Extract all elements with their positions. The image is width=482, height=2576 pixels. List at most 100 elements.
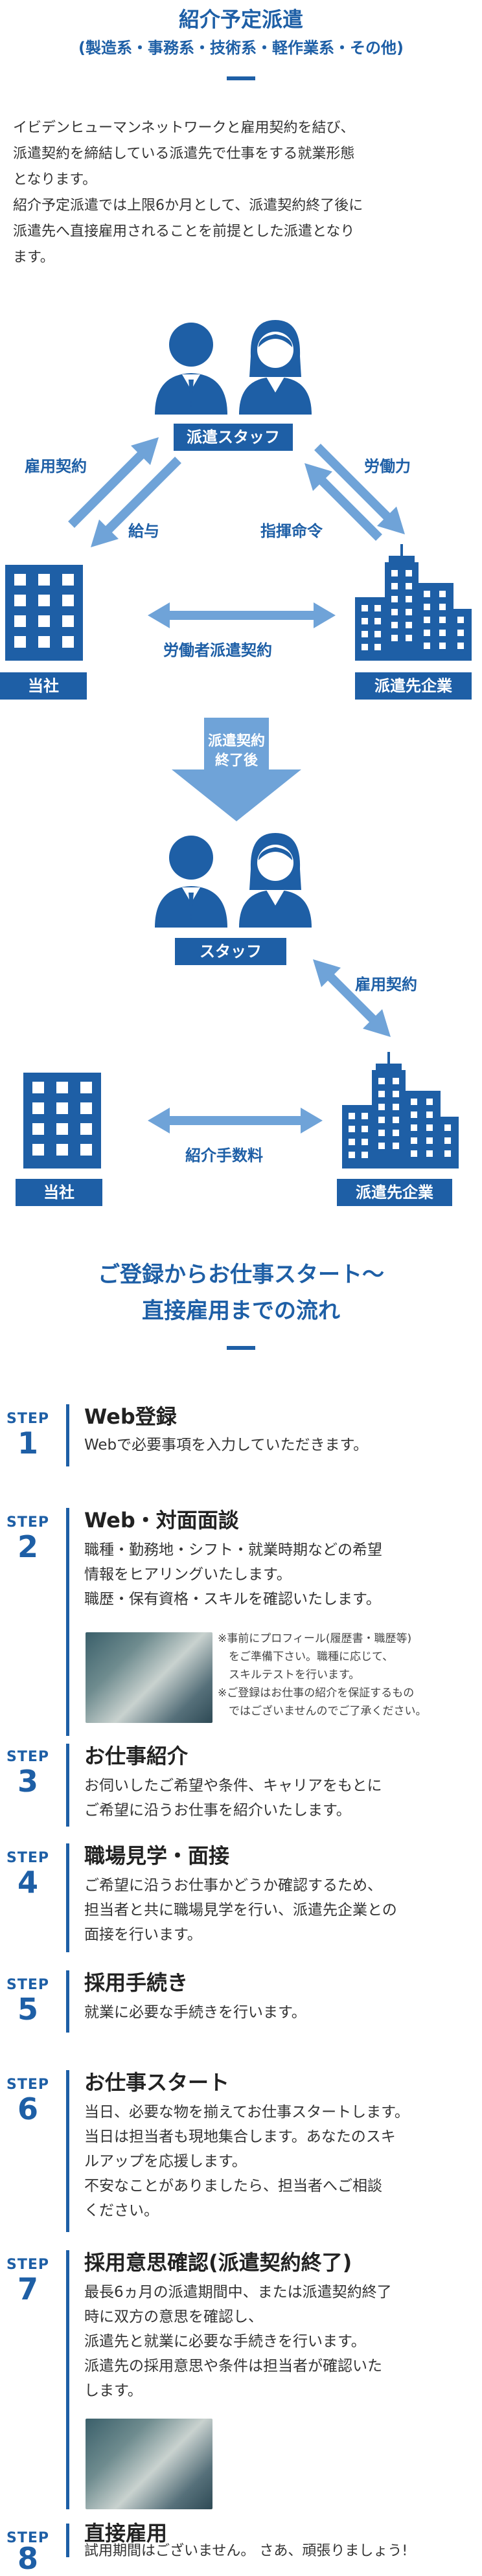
- flow-title-underline: [227, 1346, 255, 1350]
- step-2-note-line: ではございませんのでご了承ください。: [218, 1705, 427, 1718]
- step-6-body-line: 不安なことがありましたら、担当者へご相談: [84, 2178, 382, 2194]
- labor-arrow-icon: [314, 444, 405, 534]
- handshake-photo: [86, 2419, 212, 2509]
- step-7-body-line: 派遣先と就業に必要な手続きを行います。: [84, 2333, 366, 2350]
- step-1-title: Web登録: [84, 1404, 177, 1429]
- male-staff-icon: [155, 323, 227, 415]
- step-6-number: 6: [17, 2092, 38, 2126]
- step-6-body-line: 当日は担当者も現地集合します。あなたのスキ: [84, 2128, 396, 2145]
- fee-arrow-icon: [148, 1108, 323, 1134]
- step-2-body-line: 情報をヒアリングいたします。: [84, 1566, 292, 1583]
- step-2-number: 2: [17, 1529, 38, 1564]
- step-5-number: 5: [17, 1992, 38, 2027]
- salary-arrow-icon: [91, 457, 181, 547]
- client-buildings-icon: [355, 544, 472, 661]
- transition-label-line2: 終了後: [214, 753, 258, 769]
- step-4-body-line: 面接を行います。: [84, 1926, 202, 1943]
- page-title: 紹介予定派遣: [178, 7, 303, 32]
- step-6-body-line: ください。: [84, 2202, 159, 2219]
- intro-line: ます。: [13, 249, 54, 266]
- step-3-body: お伺いしたご希望や条件、キャリアをもとに ご希望に沿うお仕事を紹介いたします。: [84, 1773, 473, 1823]
- step-4-line: [66, 1843, 69, 1952]
- female-staff-icon: [239, 320, 312, 415]
- step-1-label: STEP: [6, 1411, 49, 1427]
- step-5-body: 就業に必要な手続きを行います。: [84, 2000, 473, 2025]
- step-2-body-line: 職種・勤務地・シフト・就業時期などの希望: [84, 1542, 382, 1558]
- client-label: 派遣先企業: [355, 672, 472, 700]
- step-2-note-line: ※ご登録はお仕事の紹介を保証するもの: [218, 1687, 415, 1700]
- salary-label: 給与: [128, 522, 159, 540]
- employment-contract-label: 雇用契約: [25, 457, 87, 475]
- step-8-body-line: 試用期間はございません。 さあ、頑張りましょう!: [84, 2543, 408, 2559]
- step-4-body-line: 担当者と共に職場見学を行い、派遣先企業との: [84, 1902, 397, 1919]
- step-6-title: お仕事スタート: [84, 2070, 230, 2095]
- step-3-body-line: ご希望に沿うお仕事を紹介いたします。: [84, 1802, 351, 1819]
- command-label: 指揮命令: [260, 522, 323, 540]
- transition-down-arrow-icon: [172, 718, 301, 821]
- step-1-line: [66, 1404, 69, 1466]
- step-2-title: Web・対面面談: [84, 1508, 239, 1533]
- step-7-number: 7: [17, 2272, 38, 2307]
- employment-contract-label-2: 雇用契約: [355, 975, 417, 994]
- step-8-number: 8: [17, 2541, 38, 2576]
- step-2-note-line: スキルテストを行います。: [218, 1669, 360, 1681]
- intro-line: 派遣契約を締結している派遣先で仕事をする就業形態: [13, 146, 355, 162]
- step-4-body-line: ご希望に沿うお仕事かどうか確認するため、: [84, 1877, 382, 1894]
- staff-label-2: スタッフ: [175, 938, 286, 965]
- fee-label: 紹介手数料: [185, 1146, 263, 1165]
- male-staff-icon: [155, 836, 227, 928]
- employment-arrow-icon-2: [313, 959, 391, 1037]
- step-7-body-line: します。: [84, 2382, 143, 2399]
- company-building-icon: [5, 565, 83, 661]
- step-6-body-line: 当日、必要な物を揃えてお仕事スタートします。: [84, 2104, 409, 2121]
- step-4-body: ご希望に沿うお仕事かどうか確認するため、 担当者と共に職場見学を行い、派遣先企業…: [84, 1873, 473, 1947]
- female-staff-icon: [239, 833, 312, 928]
- step-6-body-line: ルアップを応援します。: [84, 2153, 247, 2170]
- step-4-number: 4: [17, 1865, 38, 1900]
- step-4-title: 職場見学・面接: [84, 1843, 230, 1868]
- client-buildings-icon-2: [342, 1052, 459, 1168]
- step-7-body-line: 時に双方の意思を確認し、: [84, 2308, 263, 2325]
- page-subtitle: (製造系・事務系・技術系・軽作業系・その他): [78, 39, 404, 57]
- step-7-title: 採用意思確認(派遣契約終了): [84, 2250, 352, 2275]
- intro-line: 紹介予定派遣では上限6か月として、派遣契約終了後に: [13, 198, 363, 214]
- intro-line: イビデンヒューマンネットワークと雇用契約を結び、: [13, 120, 355, 136]
- company-label-2: 当社: [16, 1179, 102, 1206]
- title-underline: [227, 76, 255, 80]
- dispatch-contract-arrow-icon: [148, 602, 336, 628]
- step-2-line: [66, 1508, 69, 1736]
- dispatch-contract-label: 労働者派遣契約: [163, 641, 272, 659]
- step-1-body: Webで必要事項を入力していただきます。: [84, 1433, 473, 1457]
- step-7-body: 最長6ヵ月の派遣期間中、または派遣契約終了 時に双方の意思を確認し、 派遣先と就…: [84, 2280, 473, 2403]
- step-3-line: [66, 1744, 69, 1827]
- staff-label: 派遣スタッフ: [174, 424, 293, 451]
- step-7-label: STEP: [6, 2257, 49, 2273]
- step-3-title: お仕事紹介: [84, 1744, 189, 1768]
- flow-title-line1: ご登録からお仕事スタート〜: [98, 1262, 384, 1288]
- step-5-body-line: 就業に必要な手続きを行います。: [84, 2004, 306, 2021]
- command-arrow-icon: [304, 463, 382, 541]
- step-2-label: STEP: [6, 1514, 49, 1531]
- step-3-body-line: お伺いしたご希望や条件、キャリアをもとに: [84, 1777, 382, 1794]
- step-5-label: STEP: [6, 1977, 49, 1993]
- intro-text: イビデンヒューマンネットワークと雇用契約を結び、 派遣契約を締結している派遣先で…: [13, 115, 469, 271]
- step-8-label: STEP: [6, 2530, 49, 2546]
- step-8-body: 試用期間はございません。 さあ、頑張りましょう! さあ、頑張りましょう!: [84, 2542, 473, 2561]
- intro-line: 派遣先へ直接雇用されることを前提とした派遣となり: [13, 223, 355, 240]
- step-2-note-line: ※事前にプロフィール(履歴書・職歴等): [218, 1632, 412, 1645]
- company-label: 当社: [0, 672, 87, 700]
- step-3-number: 3: [17, 1764, 38, 1799]
- employment-arrow-icon: [68, 437, 159, 528]
- client-label-2: 派遣先企業: [337, 1179, 452, 1206]
- step-7-body-line: 派遣先の採用意思や条件は担当者が確認いた: [84, 2358, 382, 2375]
- step-5-title: 採用手続き: [84, 1970, 189, 1995]
- step-1-number: 1: [17, 1426, 38, 1461]
- step-2-notes: ※事前にプロフィール(履歴書・職歴等) をご準備下さい。職種に応じて、 スキルテ…: [218, 1630, 427, 1720]
- step-2-body-line: 職歴・保有資格・スキルを確認いたします。: [84, 1591, 381, 1608]
- step-2-body: 職種・勤務地・シフト・就業時期などの希望 情報をヒアリングいたします。 職歴・保…: [84, 1538, 473, 1612]
- step-3-label: STEP: [6, 1749, 49, 1765]
- step-6-label: STEP: [6, 2077, 49, 2093]
- step-8-title: 直接雇用: [84, 2521, 168, 2546]
- step-4-label: STEP: [6, 1850, 49, 1866]
